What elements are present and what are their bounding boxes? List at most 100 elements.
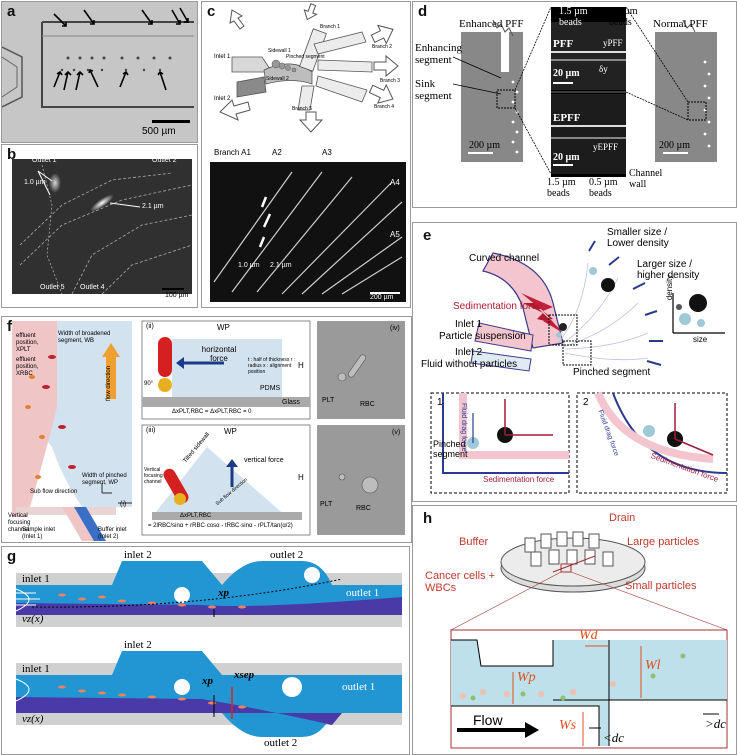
panel-f-horiz: horizontal force — [201, 345, 237, 363]
panel-c-branch2: Branch 2 — [372, 44, 393, 50]
panel-e-smaller: Smaller size / Lower density — [607, 227, 669, 249]
panel-f-wp-ii: WP — [217, 323, 230, 332]
panel-h-small: Small particles — [625, 580, 697, 592]
panel-g-vz-bottom: vz(x) — [22, 713, 44, 725]
panel-e-sed1: Sedimentation force — [483, 475, 555, 484]
panel-b-outlet4: Outlet 4 — [80, 284, 105, 291]
panel-h: h Drain Buffer Large particles Cancer ce… — [412, 505, 737, 755]
panel-f-ii: (ii) — [146, 323, 154, 330]
panel-h-buffer: Buffer — [459, 536, 489, 548]
panel-f-plt-iv: PLT — [322, 397, 335, 404]
panel-f-vert: vertical force — [244, 457, 284, 464]
panel-g-xp-bottom: xp — [202, 675, 213, 687]
panel-c-inlet1: Inlet 1 — [214, 54, 231, 60]
panel-c-scale: 200 µm — [370, 294, 394, 301]
panel-d-normal: Normal PFF — [653, 18, 708, 30]
panel-d-diagram — [452, 6, 717, 177]
panel-e-label: e — [423, 227, 432, 244]
panel-g-inlet2-top: inlet 2 — [124, 549, 152, 561]
panel-d-scale20-top: 20 µm — [553, 68, 580, 79]
panel-e-pinched: Pinched segment — [573, 367, 651, 378]
panel-e-pinched-seg: Pinched segment — [433, 439, 468, 459]
panel-f-pdms: PDMS — [260, 385, 281, 392]
panel-d-beads15-bottom: 1.5 µm beads — [547, 177, 576, 199]
panel-f-angle: 90° — [144, 381, 154, 387]
panel-g-inlet2-bottom: inlet 2 — [124, 639, 152, 651]
panel-f-sample: Sample inlet (Inlet 1) — [22, 527, 56, 540]
panel-e-larger: Larger size / higher density — [637, 259, 700, 281]
panel-e-size: size — [693, 335, 708, 344]
panel-f-h-ii: H — [298, 361, 304, 370]
panel-h-wd: Wd — [579, 628, 598, 643]
panel-f-legend: t : half of thickness r : radius x : ali… — [248, 357, 296, 375]
panel-d-beads15-top: 1.5 µm beads — [559, 6, 588, 28]
panel-c-d2: 2.1 µm — [270, 262, 292, 269]
panel-a-scale: 500 µm — [142, 126, 176, 137]
panel-c-a4: A4 — [390, 178, 400, 187]
panel-f-effluent-x: effluent position, XPLT — [16, 333, 39, 353]
panel-c-branch3: Branch 3 — [380, 78, 401, 84]
panel-d-dy: δy — [599, 64, 608, 74]
panel-f-vertical: Vertical focusing channel — [8, 513, 31, 533]
panel-f: f Width of broadened segment, WB effluen… — [1, 316, 412, 543]
panel-d-sink: Sink segment — [415, 78, 452, 102]
panel-f-delta0: ΔxPLT,RBC = ΔxPLT,RBC = 0 — [172, 409, 252, 415]
panel-g: g inlet 1 inlet 2 outlet 2 outlet 1 vz(x… — [1, 546, 410, 755]
panel-d-scale200-left: 200 µm — [469, 140, 501, 151]
panel-d-epff: EPFF — [553, 112, 581, 124]
panel-h-drain: Drain — [609, 512, 636, 524]
panel-h-wl: Wl — [645, 658, 661, 673]
panel-f-pinched-w: Width of pinched segment, WP — [82, 473, 127, 486]
panel-d-beads05-top: 0.5 µm beads — [609, 6, 638, 28]
panel-h-gtdc: >dc — [705, 716, 727, 731]
panel-f-iii: (iii) — [146, 427, 156, 434]
panel-c-inlet2: Inlet 2 — [214, 96, 231, 102]
panel-f-plt-v: PLT — [320, 501, 333, 508]
panel-f-eq: = 2lRBC/sinα + rRBC·cosα - tRBC·sinα - r… — [148, 523, 293, 529]
panel-b: b Outlet 1 Outlet 2 1.0 µm 2.1 µm Outlet… — [1, 144, 198, 308]
panel-g-diagram — [15, 561, 402, 737]
panel-f-h-iii: H — [298, 473, 304, 482]
panel-c-sidewall1: Sidewall 1 — [268, 48, 291, 54]
panel-g-label: g — [7, 548, 17, 565]
panel-b-d1: 1.0 µm — [24, 179, 46, 186]
panel-b-d2: 2.1 µm — [142, 203, 164, 210]
panel-f-i: (i) — [120, 501, 127, 508]
panel-d-label: d — [418, 3, 428, 20]
panel-g-vz-top: vz(x) — [22, 613, 44, 625]
panel-e-drag1: Fluid drag force — [460, 403, 467, 452]
panel-f-delta: ΔxPLT,RBC — [180, 513, 212, 519]
panel-e-density: density — [665, 274, 675, 301]
panel-f-broadened: Width of broadened segment, WB — [58, 331, 111, 344]
panel-e-inlet2: Inlet 2 — [455, 347, 483, 358]
panel-e-diagram — [430, 240, 728, 494]
panel-e-particle: Particle suspension — [439, 331, 526, 342]
panel-d-channel-wall: Channel wall — [629, 168, 663, 190]
panel-c-a5: A5 — [390, 230, 400, 239]
panel-f-rbc-v: RBC — [356, 505, 371, 512]
panel-c-pinched: Pinched segment — [286, 54, 325, 60]
panel-f-rbc-iv: RBC — [360, 401, 375, 408]
panel-f-wp-iii: WP — [224, 427, 237, 436]
panel-g-outlet2-bottom: outlet 2 — [264, 737, 298, 749]
panel-f-effluent-r: effluent position, XRBC — [16, 357, 39, 377]
panel-b-label: b — [7, 146, 17, 163]
panel-h-diagram — [450, 531, 728, 749]
panel-h-ltdc: <dc — [603, 730, 625, 745]
panel-g-inlet1-bottom: inlet 1 — [22, 663, 50, 675]
panel-d-enhanced: Enhanced PFF — [459, 18, 524, 30]
panel-b-outlet2: Outlet 2 — [152, 157, 177, 164]
panel-c-sidewall2: Sidewall 2 — [266, 76, 289, 82]
panel-e-inset1: 1 — [437, 397, 443, 408]
panel-e-curved: Curved channel — [469, 253, 540, 264]
panel-h-cancer: Cancer cells + WBCs — [425, 570, 496, 594]
panel-f-buffer: Buffer inlet (Inlet 2) — [98, 527, 127, 540]
panel-d-scale200-right: 200 µm — [659, 140, 691, 151]
panel-d: d Enhanced PFF Normal PFF Enhancing segm… — [412, 1, 737, 208]
panel-g-outlet1-bottom: outlet 1 — [342, 681, 376, 693]
panel-h-ws: Ws — [559, 718, 577, 733]
panel-f-label: f — [7, 318, 12, 335]
panel-f-iv: (iv) — [390, 325, 400, 332]
panel-c-branch5: Branch 5 — [292, 106, 313, 112]
panel-d-pff: PFF — [553, 38, 574, 50]
